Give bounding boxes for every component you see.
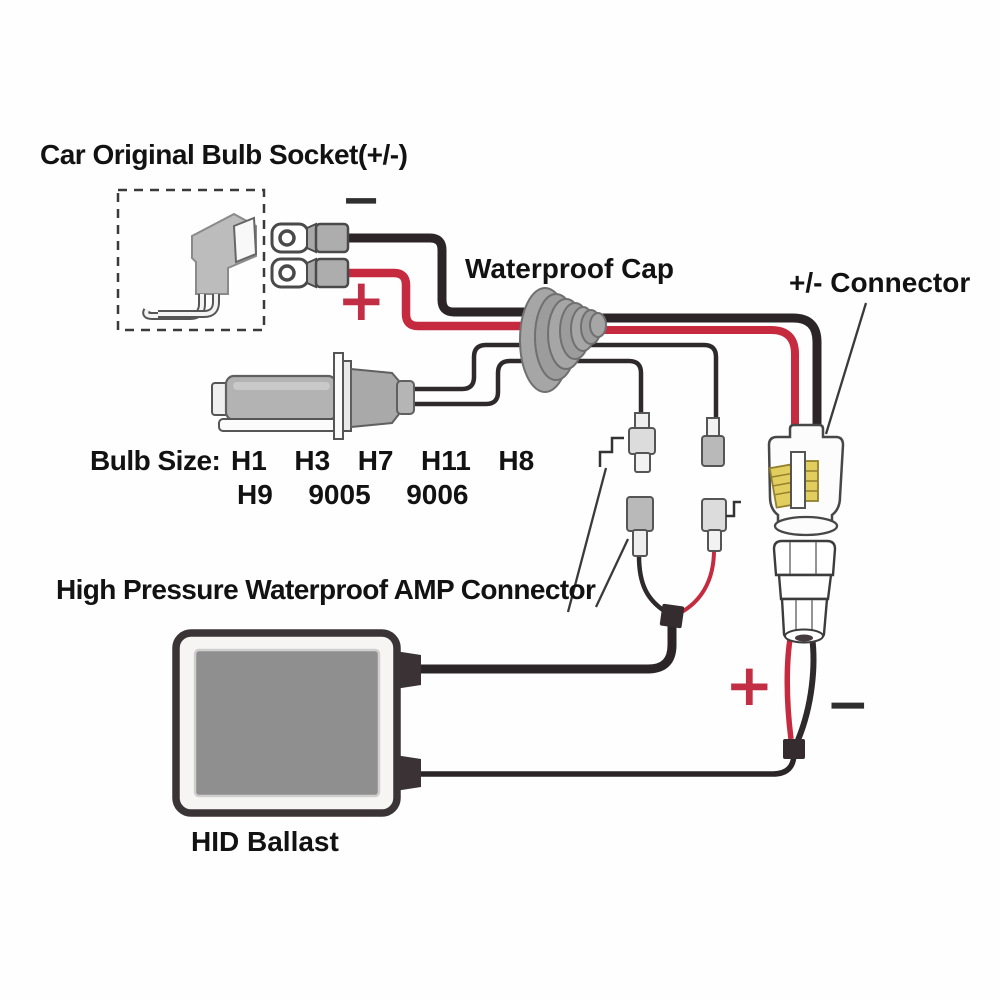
amp-connector-label: High Pressure Waterproof AMP Connector	[56, 574, 596, 605]
wire-junction-block-1	[659, 603, 685, 629]
hid-ballast-label: HID Ballast	[191, 826, 339, 857]
output-minus-symbol: −	[826, 675, 870, 735]
hid-ballast-icon	[172, 629, 421, 817]
spade-terminal-negative	[270, 222, 350, 254]
connector-black-wire	[795, 635, 817, 742]
bulb-sizes-line1: H1 H3 H7 H11 H8	[231, 445, 535, 476]
wire-junction-block-2	[783, 739, 805, 759]
amp-clip-mark-2	[726, 500, 741, 518]
waterproof-cap-icon	[519, 287, 607, 393]
amp-clip-mark-1	[598, 436, 624, 467]
ballast-top-wire	[421, 626, 677, 674]
bulb-size-label: Bulb Size:	[90, 445, 221, 476]
car-bulb-socket-icon	[142, 212, 258, 320]
pm-connector-leader-line	[824, 302, 868, 435]
amp-male-plug-2	[701, 417, 725, 467]
leader-lines	[566, 302, 868, 613]
pm-connector-female-icon	[767, 423, 845, 537]
wiring-harness	[348, 233, 822, 777]
amp-black-wire	[636, 555, 668, 614]
negative-input-wire	[348, 233, 565, 317]
positive-input-wire	[348, 268, 565, 331]
pm-connector-label: +/- Connector	[789, 267, 971, 298]
bulb-wire-2	[415, 358, 644, 418]
output-plus-symbol: +	[725, 651, 774, 719]
waterproof-cap-label: Waterproof Cap	[465, 253, 674, 284]
bulb-sizes-line2: H9 9005 9006	[237, 479, 469, 510]
ballast-tab-bottom	[395, 755, 421, 791]
socket-plus-symbol: +	[337, 266, 386, 334]
spade-terminal-positive	[270, 257, 350, 289]
connector-red-wire	[784, 632, 794, 740]
amp-leader-line-1	[566, 467, 608, 613]
pm-connector-male-icon	[772, 539, 837, 644]
amp-leader-line-2	[594, 538, 630, 608]
socket-title: Car Original Bulb Socket(+/-)	[40, 139, 408, 170]
ballast-bottom-wire	[421, 752, 797, 777]
hid-bulb-icon	[211, 352, 415, 440]
amp-female-plug-2	[701, 498, 727, 552]
positive-output-wire	[585, 326, 799, 432]
ballast-tab-top	[395, 651, 421, 689]
socket-minus-symbol: −	[341, 172, 382, 228]
negative-output-wire	[585, 313, 822, 432]
amp-female-plug-1	[626, 496, 654, 557]
socket-dashed-box	[116, 188, 266, 332]
amp-red-wire	[679, 549, 716, 615]
amp-male-plug-1	[628, 412, 656, 473]
bulb-wire-1	[415, 342, 719, 430]
